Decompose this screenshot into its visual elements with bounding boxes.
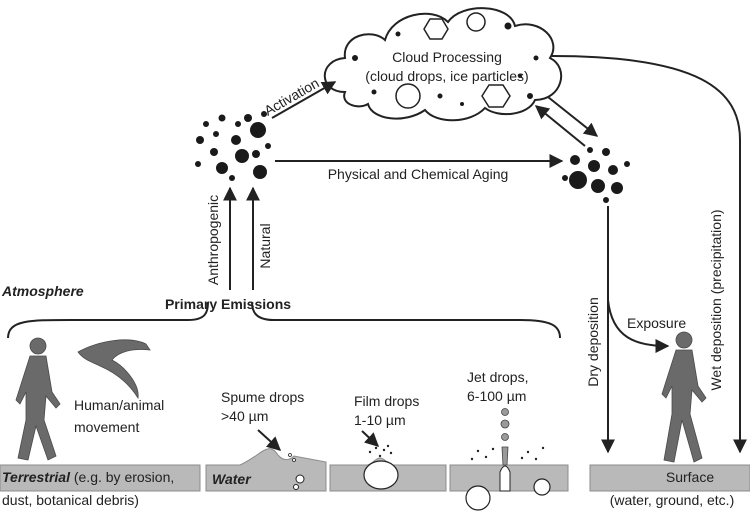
- surface-ground: [589, 464, 750, 492]
- emission-sources-brace: [7, 301, 561, 339]
- surface-label: Surface: [666, 469, 714, 485]
- aged-to-cloud-arrow: [534, 105, 586, 147]
- anthropogenic-label: Anthropogenic: [205, 195, 221, 285]
- spume-pointer-arrow: [257, 429, 282, 451]
- film-pointer-arrow: [361, 430, 380, 447]
- human-animal-label: Human/animal: [74, 397, 164, 413]
- human-animal-label-line2: movement: [74, 419, 139, 435]
- terrestrial-note: (e.g. by erosion,: [70, 469, 174, 485]
- primary-emissions-label: Primary Emissions: [165, 296, 291, 312]
- terrestrial-label-line2: dust, botanical debris): [2, 492, 139, 508]
- water-panel-jet: [449, 408, 569, 511]
- aged-particle-cluster-icon: [562, 147, 630, 203]
- hexagon-ice-crystal-icon: [481, 84, 511, 108]
- exposed-person-icon: [661, 331, 707, 463]
- water-panel-film: [329, 444, 447, 492]
- hexagon-ice-crystal-icon: [423, 18, 449, 40]
- activation-label: Activation: [261, 75, 322, 119]
- exposure-label: Exposure: [627, 315, 686, 331]
- cloud-title: Cloud Processing: [392, 49, 502, 65]
- walking-person-icon: [15, 337, 61, 461]
- water-panel-spume: [205, 448, 327, 492]
- cloud-subtitle: (cloud drops, ice particles): [365, 68, 528, 84]
- flying-bird-icon: [77, 339, 151, 400]
- aging-label: Physical and Chemical Aging: [328, 166, 509, 182]
- terrestrial-bold: Terrestrial: [2, 469, 71, 485]
- jet-label: Jet drops,: [467, 369, 528, 385]
- natural-label: Natural: [257, 223, 273, 268]
- terrestrial-label: Terrestrial (e.g. by erosion,: [2, 469, 174, 485]
- surface-label-line2: (water, ground, etc.): [610, 492, 735, 508]
- activation-arrow: [271, 81, 337, 119]
- film-label: Film drops: [354, 393, 419, 409]
- terrestrial-ground: [0, 464, 201, 492]
- jet-label-line2: 6-100 µm: [467, 388, 526, 404]
- dry-deposition-label: Dry deposition: [585, 297, 601, 387]
- exposure-arrow: [607, 299, 670, 353]
- atmosphere-label: Atmosphere: [1, 283, 84, 299]
- film-label-line2: 1-10 µm: [354, 412, 406, 428]
- spume-label-line2: >40 µm: [221, 408, 268, 424]
- aerosol-particle-cluster-icon: [195, 111, 271, 181]
- cloud: Cloud Processing (cloud drops, ice parti…: [323, 7, 563, 122]
- wet-deposition-label: Wet deposition (precipitation): [708, 209, 724, 390]
- cloud-to-aged-arrow: [547, 96, 599, 137]
- spume-label: Spume drops: [221, 389, 304, 405]
- wet-deposition-arrow: [551, 55, 747, 454]
- water-label: Water: [212, 471, 252, 487]
